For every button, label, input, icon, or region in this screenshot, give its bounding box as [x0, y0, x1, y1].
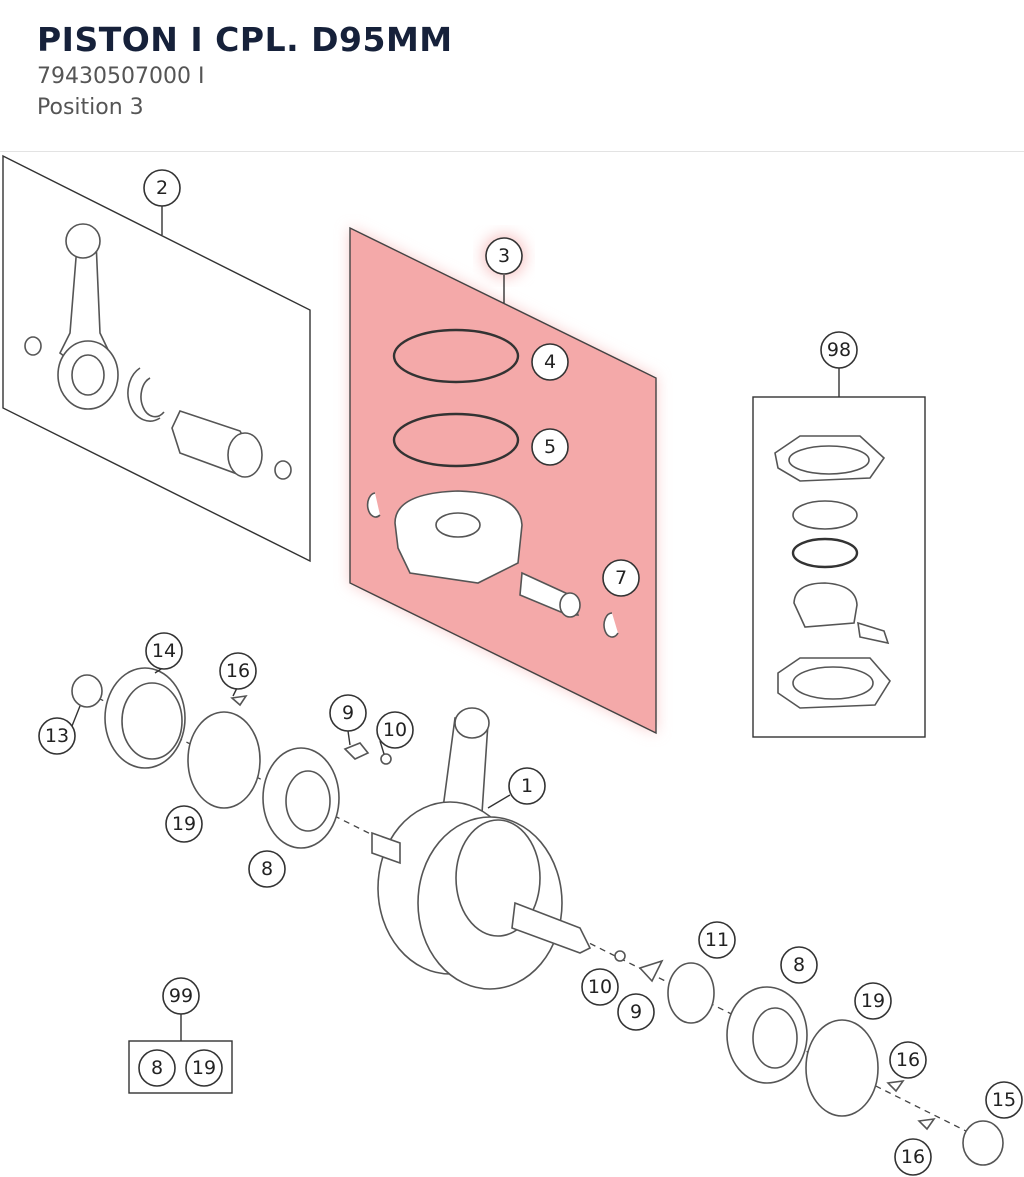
circlip-left — [366, 492, 381, 518]
svg-text:16: 16 — [226, 660, 250, 682]
callout-8-right[interactable]: 8 — [780, 946, 818, 984]
svg-text:10: 10 — [383, 719, 407, 741]
callout-13[interactable]: 13 — [38, 717, 76, 755]
svg-text:19: 19 — [861, 990, 885, 1012]
svg-text:4: 4 — [544, 351, 556, 373]
svg-text:15: 15 — [992, 1089, 1016, 1111]
part-title: PISTON I CPL. D95MM — [37, 20, 453, 59]
callout-15[interactable]: 15 — [985, 1081, 1023, 1119]
callout-16-mid[interactable]: 16 — [889, 1041, 927, 1079]
bearing-set-group — [128, 1013, 233, 1094]
callout-98[interactable]: 98 — [820, 331, 858, 369]
callout-19-set[interactable]: 19 — [185, 1049, 223, 1087]
svg-text:9: 9 — [630, 1001, 642, 1023]
callout-7[interactable]: 7 — [602, 559, 640, 597]
callout-19-left[interactable]: 19 — [165, 805, 203, 843]
svg-text:3: 3 — [498, 245, 510, 267]
rod-bushing — [24, 336, 42, 356]
shim-right — [805, 1019, 879, 1117]
svg-text:7: 7 — [615, 567, 627, 589]
connecting-rod-panel — [2, 154, 311, 563]
callout-16-top[interactable]: 16 — [219, 652, 257, 690]
woodruff-key-right-1 — [886, 1079, 905, 1093]
callout-10-left[interactable]: 10 — [376, 711, 414, 749]
rod-washer — [274, 460, 292, 480]
callout-9-left[interactable]: 9 — [329, 694, 367, 732]
svg-text:19: 19 — [192, 1057, 216, 1079]
woodruff-key-left — [230, 694, 248, 707]
callout-9-right[interactable]: 9 — [617, 993, 655, 1031]
svg-text:14: 14 — [152, 640, 176, 662]
svg-text:99: 99 — [169, 985, 193, 1007]
crank-shaft-start — [371, 831, 401, 865]
piston-kit-panel-highlighted — [349, 226, 657, 735]
callout-4[interactable]: 4 — [531, 343, 569, 381]
callout-14[interactable]: 14 — [145, 632, 183, 670]
svg-text:19: 19 — [172, 813, 196, 835]
connecting-rod-group — [2, 154, 311, 563]
rod-small-end — [65, 223, 101, 259]
svg-text:8: 8 — [793, 954, 805, 976]
svg-text:98: 98 — [827, 339, 851, 361]
svg-text:13: 13 — [45, 725, 69, 747]
drive-gear-right — [962, 1120, 1004, 1166]
callout-11[interactable]: 11 — [698, 921, 736, 959]
callout-1[interactable]: 1 — [508, 767, 546, 805]
callout-2[interactable]: 2 — [143, 169, 181, 207]
gasket-kit-group — [752, 366, 926, 738]
bearing-half — [127, 367, 165, 422]
callout-99[interactable]: 99 — [162, 977, 200, 1015]
kit-ring-second — [791, 537, 859, 569]
callout-8-set[interactable]: 8 — [138, 1049, 176, 1087]
screw-left — [380, 753, 392, 765]
svg-text:16: 16 — [896, 1049, 920, 1071]
crank-shaft-end — [511, 901, 592, 954]
part-number: 79430507000 I — [37, 64, 205, 89]
crankshaft-assembly — [71, 667, 1004, 1166]
kit-piston — [793, 582, 858, 628]
svg-text:10: 10 — [588, 976, 612, 998]
exploded-parts-diagram: 2 3 4 5 7 98 14 16 13 9 10 1 19 8 11 8 1… — [2, 154, 1023, 1176]
svg-text:9: 9 — [342, 702, 354, 724]
piston-kit-group — [349, 226, 657, 735]
svg-text:8: 8 — [261, 858, 273, 880]
nut — [71, 674, 103, 708]
piston-ring-top — [392, 328, 520, 384]
svg-text:5: 5 — [544, 436, 556, 458]
svg-text:11: 11 — [705, 929, 729, 951]
svg-text:16: 16 — [901, 1146, 925, 1168]
part-position: Position 3 — [37, 95, 144, 120]
shim-left — [187, 711, 261, 809]
kit-piston-pin — [857, 621, 890, 645]
screw-right — [614, 950, 626, 962]
svg-text:1: 1 — [521, 775, 533, 797]
callout-16-bottom[interactable]: 16 — [894, 1138, 932, 1176]
page-header: PISTON I CPL. D95MM 79430507000 I Positi… — [0, 0, 1024, 152]
callout-3[interactable]: 3 — [485, 237, 523, 275]
callout-10-right[interactable]: 10 — [581, 968, 619, 1006]
spacer-ring — [667, 962, 715, 1024]
callout-5[interactable]: 5 — [531, 428, 569, 466]
lock-plate-left — [343, 742, 370, 760]
svg-text:2: 2 — [156, 177, 168, 199]
woodruff-key-right-2 — [917, 1117, 936, 1131]
callout-8-left[interactable]: 8 — [248, 850, 286, 888]
circlip-right — [603, 612, 619, 638]
svg-text:8: 8 — [151, 1057, 163, 1079]
lock-plate-right — [638, 959, 664, 983]
callout-19-right[interactable]: 19 — [854, 982, 892, 1020]
piston-ring-second — [392, 412, 520, 468]
kit-ring-top — [792, 500, 858, 530]
